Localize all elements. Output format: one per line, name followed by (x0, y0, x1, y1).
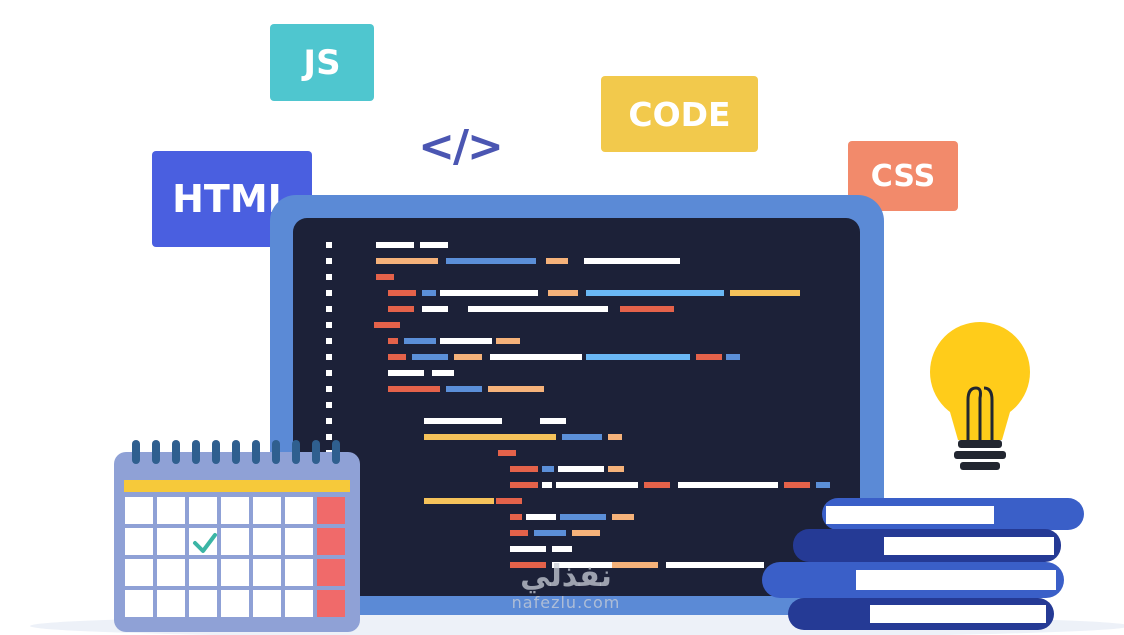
js-tag-label: JS (303, 42, 341, 83)
css-tag-label: CSS (870, 158, 936, 194)
js-tag: JS (270, 24, 374, 101)
checkmark-icon (193, 533, 217, 553)
watermark: نفذلي nafezlu.com (486, 560, 646, 612)
lightbulb-icon (930, 322, 1030, 470)
code-symbol-label: </> (418, 120, 504, 172)
watermark-sub: nafezlu.com (511, 593, 621, 612)
books-stack-icon (762, 498, 1084, 630)
code-tag-label: CODE (628, 94, 731, 134)
code-tag: CODE (601, 76, 758, 152)
code-lines (326, 242, 830, 568)
calendar-icon (114, 440, 360, 632)
code-symbol: </> (416, 116, 504, 176)
watermark-main: نفذلي (520, 559, 612, 594)
laptop-icon (270, 195, 884, 615)
